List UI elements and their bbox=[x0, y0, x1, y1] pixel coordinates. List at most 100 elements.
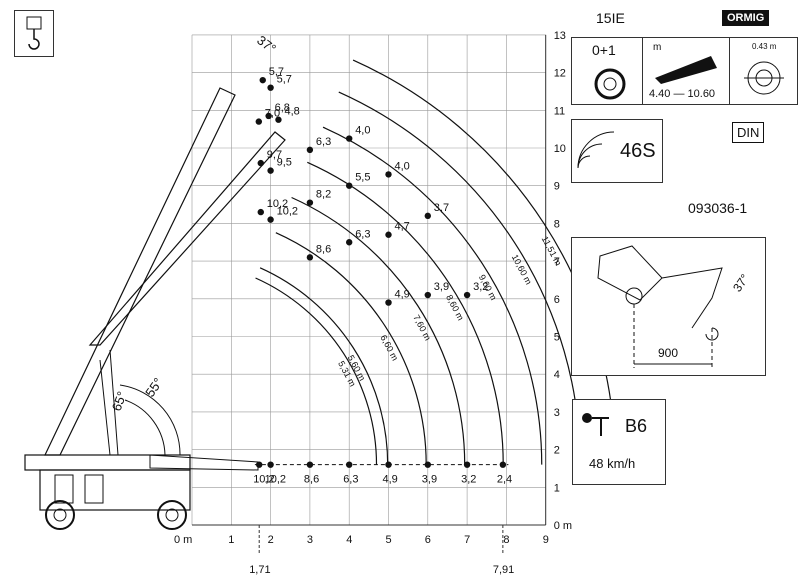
load-point bbox=[346, 239, 353, 246]
y-tick-label: 2 bbox=[554, 445, 560, 457]
speed-value: 48 km/h bbox=[589, 456, 636, 471]
ground-point bbox=[499, 461, 507, 468]
speed-icon bbox=[582, 413, 609, 436]
boom-arc bbox=[255, 277, 378, 465]
load-label: 4,9 bbox=[395, 289, 410, 301]
x-tick-label: 9 bbox=[543, 534, 549, 546]
load-label: 6,8 bbox=[275, 102, 290, 114]
load-point bbox=[255, 118, 263, 125]
load-point bbox=[385, 171, 392, 178]
load-label: 8,6 bbox=[316, 243, 331, 255]
y-tick-label: 13 bbox=[554, 30, 566, 42]
class-value: 46S bbox=[620, 140, 656, 162]
standard-label: DIN bbox=[732, 122, 765, 143]
load-point bbox=[346, 135, 353, 142]
load-point bbox=[267, 84, 274, 91]
x-tick-label: 7 bbox=[464, 534, 470, 546]
y-tick-label: 1 bbox=[554, 482, 560, 494]
y-tick-label: 9 bbox=[554, 181, 560, 193]
load-label: 4,0 bbox=[395, 160, 410, 172]
load-point bbox=[257, 208, 264, 216]
ground-point bbox=[463, 461, 471, 468]
ground-label: 6,3 bbox=[343, 474, 358, 486]
chart-grid bbox=[191, 34, 547, 553]
detail-dimension: 900 bbox=[658, 346, 679, 360]
y-tick-label: 6 bbox=[554, 294, 560, 306]
boom-arc bbox=[259, 267, 389, 465]
model-label: 15IE bbox=[596, 10, 625, 26]
load-point bbox=[306, 254, 314, 261]
angle-label: 65° bbox=[109, 389, 130, 413]
ground-label: 10,2 bbox=[265, 474, 286, 486]
hook-value: 0.43 m bbox=[752, 42, 777, 51]
boom-length-label: 6,60 m bbox=[378, 333, 400, 362]
x-tick-label: 5 bbox=[386, 534, 392, 546]
angle-label: 37° bbox=[254, 32, 279, 56]
load-point bbox=[259, 76, 266, 84]
hook-icon bbox=[26, 16, 42, 50]
ground-label: 3,2 bbox=[461, 474, 476, 486]
ground-point bbox=[267, 461, 274, 468]
load-label: 6,3 bbox=[355, 228, 370, 240]
load-label: 4,7 bbox=[395, 221, 410, 233]
boom-arc bbox=[275, 232, 427, 465]
boom-arcs bbox=[255, 59, 616, 465]
load-label: 10,2 bbox=[277, 206, 298, 218]
load-point bbox=[275, 116, 282, 123]
tires-label: 0+1 bbox=[592, 42, 616, 58]
load-label: 5,5 bbox=[355, 172, 370, 184]
load-label: 9,5 bbox=[277, 157, 292, 169]
ground-point bbox=[346, 461, 353, 468]
y-tick-label: 8 bbox=[554, 218, 560, 230]
speed-panel: B6 48 km/h bbox=[572, 399, 666, 485]
jib-range: 4.40 — 10.60 bbox=[649, 88, 716, 100]
load-label: 5,7 bbox=[277, 74, 292, 86]
boom-arc bbox=[307, 161, 504, 465]
y-tick-label: 7 bbox=[554, 256, 560, 268]
x-tick-label: 3 bbox=[307, 534, 313, 546]
x-tick-label: 1 bbox=[228, 534, 234, 546]
y-tick-label: 11 bbox=[554, 105, 565, 117]
class-panel: 46S bbox=[571, 119, 663, 183]
ground-label: 8,6 bbox=[304, 474, 319, 486]
boom-arc bbox=[291, 196, 466, 465]
boom-length-label: 8,60 m bbox=[444, 293, 466, 322]
load-point bbox=[424, 212, 431, 220]
spec-panel: 0+1 m 4.40 — 10.60 0.43 m bbox=[571, 37, 798, 105]
y-tick-label: 12 bbox=[554, 68, 566, 80]
ground-point bbox=[385, 461, 392, 468]
telescopic-boom-icon bbox=[655, 56, 717, 84]
tire-icon bbox=[594, 68, 626, 100]
crane-drawing bbox=[24, 87, 286, 530]
code-label: 093036-1 bbox=[688, 200, 748, 216]
boom-arc bbox=[338, 91, 581, 465]
boom-length-label: 7,60 m bbox=[411, 313, 433, 342]
load-point bbox=[267, 216, 274, 223]
detail-panel: 900 37° bbox=[571, 237, 766, 376]
y-tick-label: 3 bbox=[554, 407, 560, 419]
hook-block-icon bbox=[744, 61, 784, 95]
x-tick-label: 6 bbox=[425, 534, 431, 546]
jib-unit: m bbox=[653, 42, 662, 53]
load-label: 4,8 bbox=[284, 106, 299, 118]
boom-arc bbox=[352, 59, 616, 465]
load-label: 5,7 bbox=[269, 66, 284, 78]
load-point bbox=[385, 231, 392, 238]
load-point bbox=[306, 146, 314, 154]
load-label: 10,2 bbox=[267, 198, 288, 210]
speed-class: B6 bbox=[625, 416, 648, 436]
load-label: 9,7 bbox=[267, 149, 282, 161]
ground-label: 10,2 bbox=[253, 474, 274, 486]
load-point bbox=[385, 299, 392, 306]
load-point bbox=[346, 182, 353, 189]
crane-icon-box bbox=[14, 10, 54, 57]
boom-arc bbox=[322, 126, 543, 465]
ground-point bbox=[424, 461, 431, 468]
load-label: 3,7 bbox=[434, 202, 449, 214]
load-point bbox=[306, 199, 314, 206]
load-arcs-icon bbox=[577, 131, 615, 169]
load-label: 3,9 bbox=[434, 281, 449, 293]
load-point bbox=[424, 291, 431, 299]
ground-label: 4,9 bbox=[383, 474, 398, 486]
